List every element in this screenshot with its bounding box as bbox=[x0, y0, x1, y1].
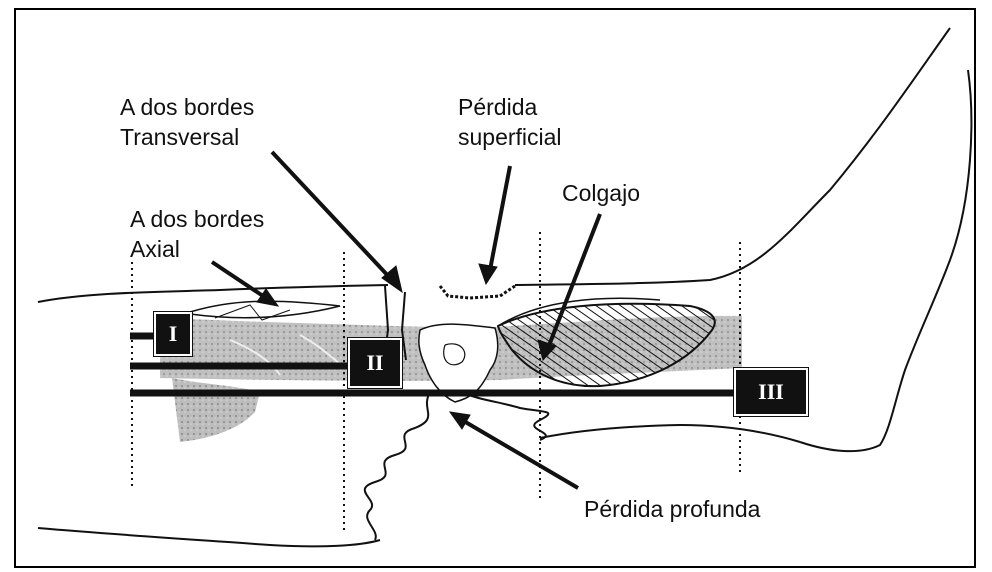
deep-wavy-left bbox=[365, 392, 430, 540]
label-superficial-loss-line2: superficial bbox=[458, 122, 562, 152]
label-superficial-loss-line1: Pérdida bbox=[458, 92, 562, 122]
leg-bottom-outline bbox=[38, 528, 380, 546]
deep-wavy-right bbox=[460, 392, 548, 440]
label-two-edges-axial-line2: Axial bbox=[130, 234, 264, 264]
label-two-edges-axial-line1: A dos bordes bbox=[130, 204, 264, 234]
label-two-edges-transverse-line2: Transversal bbox=[120, 122, 254, 152]
label-flap: Colgajo bbox=[562, 178, 640, 208]
label-deep-loss: Pérdida profunda bbox=[584, 494, 760, 524]
arrow-transverse bbox=[272, 152, 392, 280]
label-two-edges-transverse: A dos bordes Transversal bbox=[120, 92, 254, 152]
sole-outline bbox=[540, 425, 800, 442]
zone-3-marker: III bbox=[734, 368, 808, 416]
zone-1-marker: I bbox=[154, 312, 192, 356]
heel-outline bbox=[800, 70, 971, 451]
label-superficial-loss: Pérdida superficial bbox=[458, 92, 562, 152]
label-two-edges-transverse-line1: A dos bordes bbox=[120, 92, 254, 122]
superficial-loss-mark bbox=[440, 286, 515, 298]
arrow-deep bbox=[462, 420, 578, 488]
lower-soft-tissue bbox=[172, 378, 260, 442]
arrow-axial bbox=[212, 262, 266, 298]
zone-2-marker: II bbox=[348, 338, 402, 388]
arrow-superficial bbox=[490, 166, 510, 270]
label-two-edges-axial: A dos bordes Axial bbox=[130, 204, 264, 264]
